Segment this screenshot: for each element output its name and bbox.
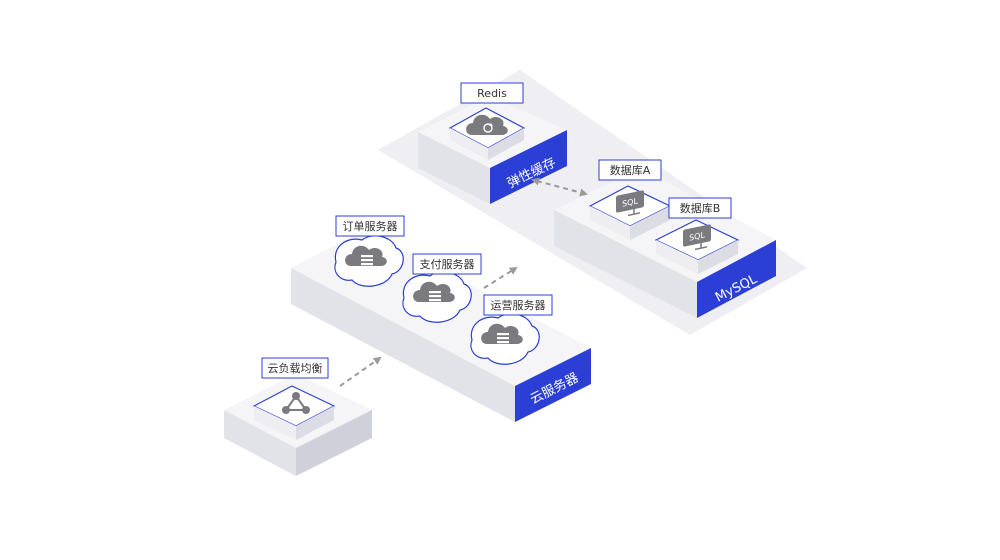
order-server-label-box	[335, 215, 405, 237]
platform-left-face	[554, 210, 697, 318]
redis-label-box	[460, 82, 524, 104]
payment-server-label-box	[412, 253, 482, 275]
order-server-label: 订单服务器	[343, 220, 398, 233]
svg-text:SQL: SQL	[622, 195, 638, 208]
load-balancer-node[interactable]: 云负载均衡	[252, 357, 336, 440]
redis-node[interactable]: Redis	[448, 82, 526, 160]
platform-right-face	[515, 348, 591, 422]
cloud-server-icon	[481, 323, 523, 344]
database-b-node[interactable]: SQL 数据库B	[654, 197, 740, 274]
operations-server-node[interactable]: 运营服务器	[470, 294, 553, 365]
database-a-node[interactable]: SQL 数据库A	[588, 159, 672, 240]
sql-database-icon: SQL	[616, 190, 644, 217]
platform-left-face	[224, 410, 296, 476]
node-tile-side	[488, 128, 524, 160]
platform-right-face	[490, 130, 567, 204]
node-tile-side	[254, 406, 296, 440]
svg-text:SQL: SQL	[689, 229, 705, 242]
redis-label: Redis	[477, 87, 507, 100]
lb-to-servers-connector	[339, 356, 382, 387]
load-balancer-label-box	[261, 357, 329, 379]
database-a-label: 数据库A	[610, 163, 651, 177]
node-tile-side	[296, 406, 334, 440]
database-a-label-box	[598, 159, 662, 181]
platform-right-face	[697, 240, 776, 318]
cloud-server-icon	[345, 245, 387, 266]
platform-left-face	[418, 132, 490, 204]
operations-server-label: 运营服务器	[491, 298, 546, 312]
node-tile-side	[698, 240, 738, 274]
cloud-refresh-icon	[466, 114, 508, 135]
sql-database-icon: SQL	[683, 224, 711, 251]
database-b-label: 数据库B	[680, 201, 721, 215]
node-tile-side	[630, 206, 670, 240]
node-tile-side	[590, 206, 630, 240]
load-balancer-label: 云负载均衡	[268, 361, 323, 375]
payment-server-label: 支付服务器	[420, 258, 475, 271]
cloud-server-icon	[413, 281, 455, 302]
payment-server-node[interactable]: 支付服务器	[402, 253, 482, 323]
database-b-label-box	[668, 197, 732, 219]
platform-right-face	[296, 410, 372, 476]
node-tile-side	[656, 240, 698, 274]
servers-to-data-connector	[483, 266, 518, 289]
order-server-node[interactable]: 订单服务器	[334, 215, 405, 287]
operations-server-label-box	[483, 294, 553, 316]
platform-left-face	[291, 268, 515, 422]
load-balancer-icon	[282, 392, 310, 414]
node-tile-side	[450, 128, 488, 160]
